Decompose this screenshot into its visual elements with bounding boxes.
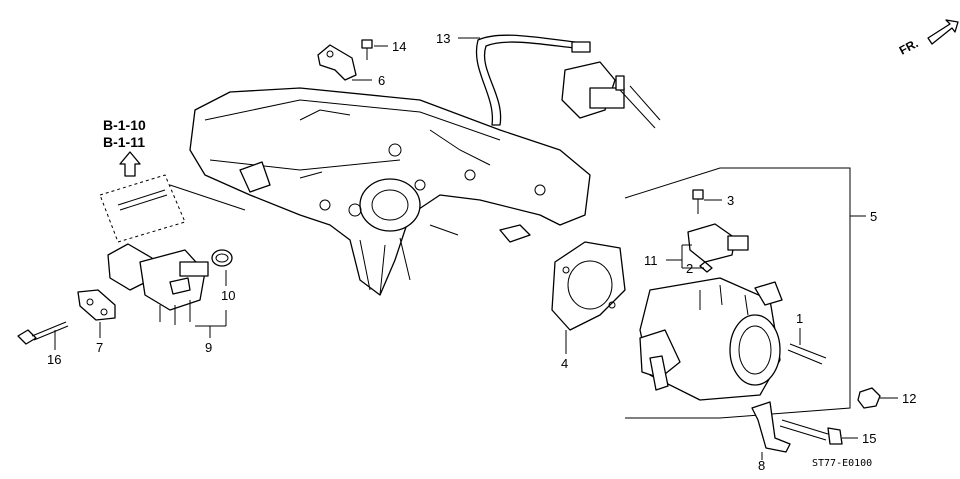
callout-6: 6 (378, 73, 385, 88)
callout-14: 14 (392, 39, 406, 54)
gasket-4 (551, 241, 626, 331)
callout-16: 16 (47, 352, 61, 367)
callout-7: 7 (96, 340, 103, 355)
callout-4: 4 (561, 356, 568, 371)
callout-12: 12 (902, 391, 916, 406)
bracket-8 (751, 401, 791, 453)
bolt-1 (787, 343, 827, 365)
callout-3: 3 (727, 193, 734, 208)
callout-15: 15 (862, 431, 876, 446)
breather-hose (475, 34, 661, 129)
up-arrow-icon (119, 151, 141, 177)
group-5-bracket (624, 167, 866, 419)
front-label: FR. (897, 36, 921, 57)
leader-lines (54, 37, 898, 460)
bolt-14 (361, 39, 373, 60)
o-ring-10 (211, 249, 233, 267)
tp-sensor-11 (687, 223, 749, 273)
front-direction-indicator: FR. (897, 19, 959, 58)
callout-13: 13 (436, 31, 450, 46)
gasket-7 (77, 289, 116, 321)
callout-11: 11 (644, 253, 658, 268)
callout-10: 10 (221, 288, 235, 303)
reference-b-1-11[interactable]: B-1-11 (103, 134, 145, 150)
intake-manifold (189, 87, 591, 296)
callout-9: 9 (205, 340, 212, 355)
throttle-body (639, 277, 783, 401)
callout-1: 1 (796, 311, 803, 326)
screw-3 (692, 189, 704, 214)
idle-air-control-valve (107, 243, 209, 325)
bracket-6 (317, 44, 357, 81)
reference-b-1-10[interactable]: B-1-10 (103, 117, 146, 133)
callout-8: 8 (758, 458, 765, 473)
bolt-15 (779, 419, 843, 445)
callout-5: 5 (870, 209, 877, 224)
bolt-16 (17, 321, 69, 345)
direction-arrow-icon (927, 19, 959, 45)
reference-part (99, 174, 246, 243)
callout-2: 2 (686, 261, 693, 276)
diagram-code: ST77-E0100 (812, 458, 872, 469)
nut-12 (857, 387, 881, 409)
